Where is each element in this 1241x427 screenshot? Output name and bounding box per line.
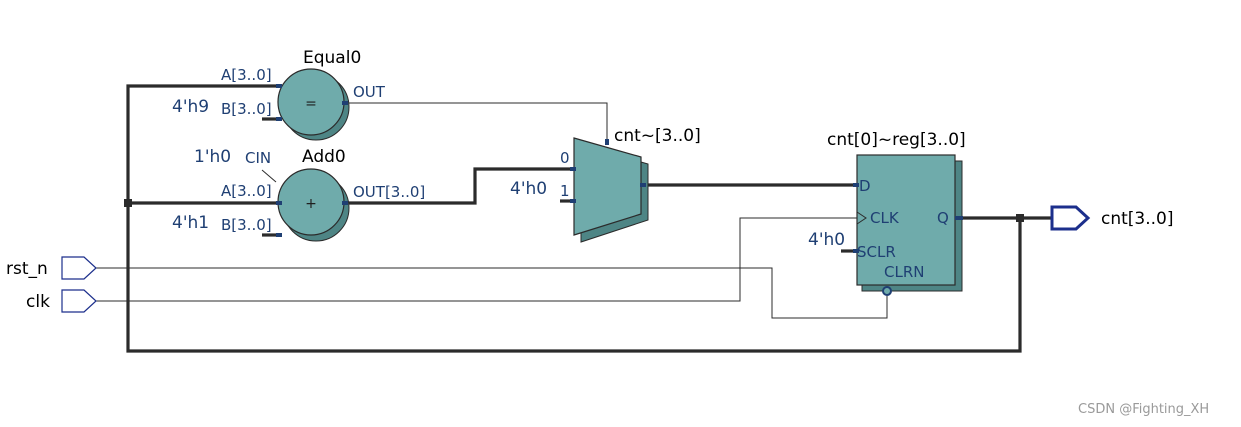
equal-out-wire xyxy=(346,102,608,141)
register-block[interactable] xyxy=(856,154,963,292)
add-out-pin xyxy=(342,201,348,205)
feedback-bus xyxy=(126,84,1022,353)
reg-clrn-label: CLRN xyxy=(884,263,924,281)
reg-clk-label: CLK xyxy=(870,209,900,227)
equal-out-label: OUT xyxy=(353,83,386,101)
mux-out-pin xyxy=(640,183,646,187)
add-b-const: 4'h1 xyxy=(172,213,209,233)
rst-n-input-pin[interactable] xyxy=(61,256,97,280)
bus-wires xyxy=(126,84,1052,353)
add0-name: Add0 xyxy=(302,147,346,167)
add-cin-const: 1'h0 xyxy=(194,147,231,167)
equal0-symbol: = xyxy=(305,96,317,112)
mux-in1-const: 4'h0 xyxy=(510,179,547,199)
equal-b-const: 4'h9 xyxy=(172,97,209,117)
watermark: CSDN @Fighting_XH xyxy=(1078,402,1209,417)
clk-triangle-icon xyxy=(856,211,867,225)
equal0-block[interactable]: = xyxy=(277,68,350,141)
add-a-pin xyxy=(276,201,282,205)
reg-sclr-pin xyxy=(853,249,859,253)
reg-q-label: Q xyxy=(937,209,949,227)
equal-a-pin xyxy=(276,84,282,88)
junction-dot xyxy=(124,199,132,207)
mux-in1-label: 1 xyxy=(560,182,570,200)
equal0-name: Equal0 xyxy=(303,48,361,68)
register-body xyxy=(856,154,956,286)
add0-symbol: + xyxy=(305,196,317,212)
equal-a-label: A[3..0] xyxy=(221,66,272,84)
add-cin-label: CIN xyxy=(245,149,271,167)
add-b-label: B[3..0] xyxy=(221,216,272,234)
reg-d-label: D xyxy=(859,177,871,195)
clrn-inversion-bubble xyxy=(882,286,892,296)
mux-sel-pin xyxy=(605,139,609,145)
clk-label: clk xyxy=(26,292,50,312)
rst-n-label: rst_n xyxy=(6,259,48,279)
junction-dot xyxy=(1016,214,1024,222)
equal-b-pin xyxy=(276,117,282,121)
add-a-label: A[3..0] xyxy=(221,182,272,200)
mux-in0-label: 0 xyxy=(560,149,570,167)
thin-wires xyxy=(96,102,888,319)
reg-q-pin xyxy=(955,216,963,220)
rst-n-wire xyxy=(96,267,888,319)
mux-block[interactable] xyxy=(573,137,649,243)
mux-in1-pin xyxy=(570,199,576,203)
add-b-pin xyxy=(276,233,282,237)
cnt-output-pin[interactable] xyxy=(1050,205,1091,231)
cnt-output-label: cnt[3..0] xyxy=(1101,209,1174,229)
add-out-bus xyxy=(346,167,574,205)
clk-input-pin[interactable] xyxy=(61,289,97,313)
reg-sclr-const: 4'h0 xyxy=(808,230,845,250)
add0-block[interactable]: + xyxy=(277,168,350,242)
reg-sclr-label: SCLR xyxy=(857,243,896,261)
add-out-label: OUT[3..0] xyxy=(353,183,425,201)
cin-wire xyxy=(261,169,277,183)
mux-name: cnt~[3..0] xyxy=(614,126,701,146)
equal-out-pin xyxy=(342,101,348,105)
mux-in0-pin xyxy=(570,167,576,171)
clk-wire xyxy=(96,217,857,302)
reg-d-pin xyxy=(853,183,859,187)
equal-b-label: B[3..0] xyxy=(221,100,272,118)
register-name: cnt[0]~reg[3..0] xyxy=(827,130,966,150)
